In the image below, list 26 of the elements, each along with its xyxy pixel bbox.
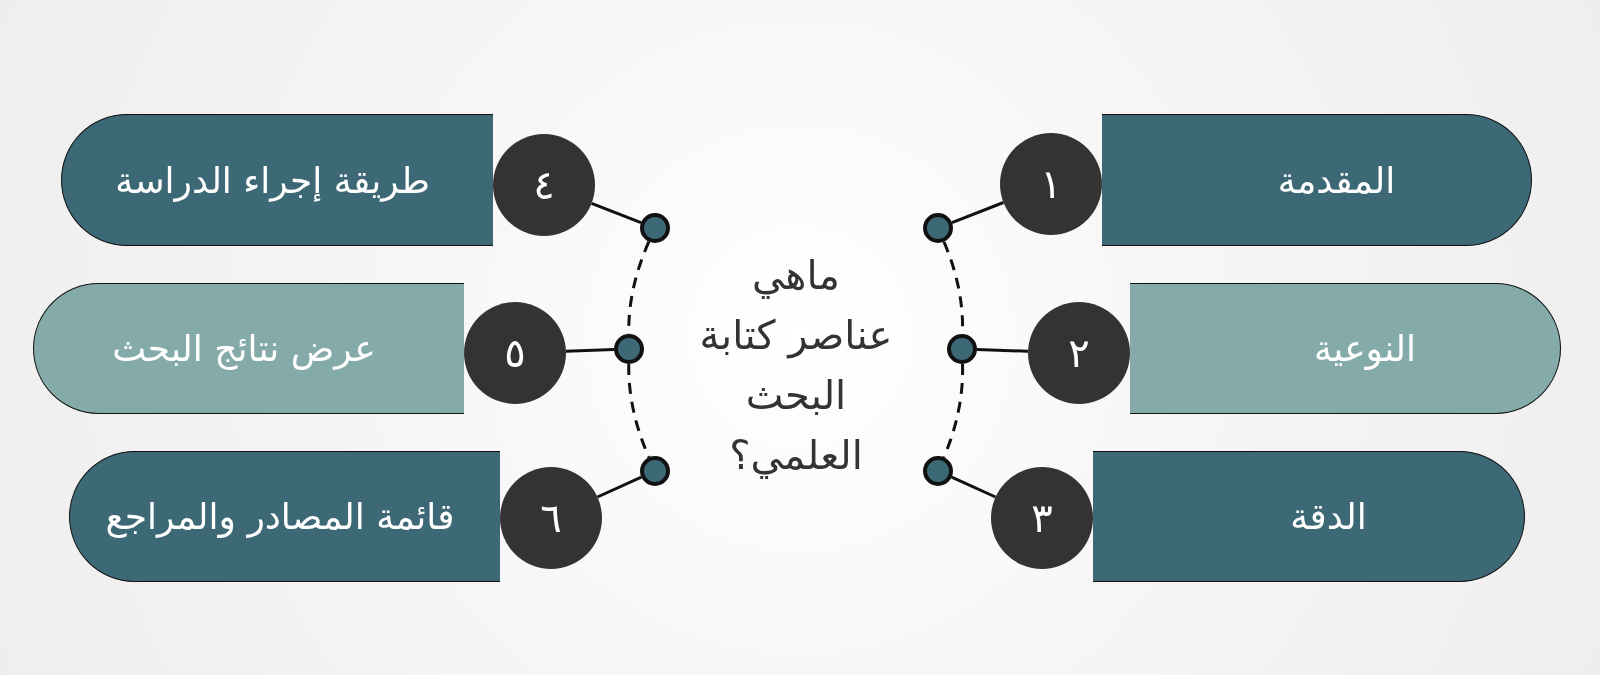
number-circle: ٦ <box>500 467 602 569</box>
pill-box: النوعية <box>1130 283 1561 414</box>
connector-dot <box>614 334 644 364</box>
connector-line <box>565 348 615 353</box>
number-circle: ٣ <box>991 467 1093 569</box>
number-circle: ٤ <box>493 134 595 236</box>
pill-box: عرض نتائج البحث <box>33 283 464 414</box>
pill-box: الدقة <box>1093 451 1525 582</box>
number-circle: ٥ <box>464 302 566 404</box>
title: ماهي عناصر كتابة البحث العلمي؟ <box>698 251 894 481</box>
pill-box: المقدمة <box>1102 114 1532 246</box>
number-circle: ٢ <box>1028 302 1130 404</box>
connector-line <box>951 475 997 499</box>
pill-box: طريقة إجراء الدراسة <box>61 114 493 246</box>
connector-dot <box>923 213 953 243</box>
connector-line <box>591 202 642 224</box>
pill-box: قائمة المصادر والمراجع <box>69 451 500 582</box>
dashed-line <box>627 364 651 458</box>
connector-dot <box>947 334 977 364</box>
connector-dot <box>640 213 670 243</box>
connector-dot <box>640 456 670 486</box>
number-circle: ١ <box>1000 133 1102 235</box>
connector-line <box>596 475 642 499</box>
connector-line <box>951 201 1005 224</box>
connector-dot <box>923 456 953 486</box>
connector-line <box>976 348 1029 353</box>
